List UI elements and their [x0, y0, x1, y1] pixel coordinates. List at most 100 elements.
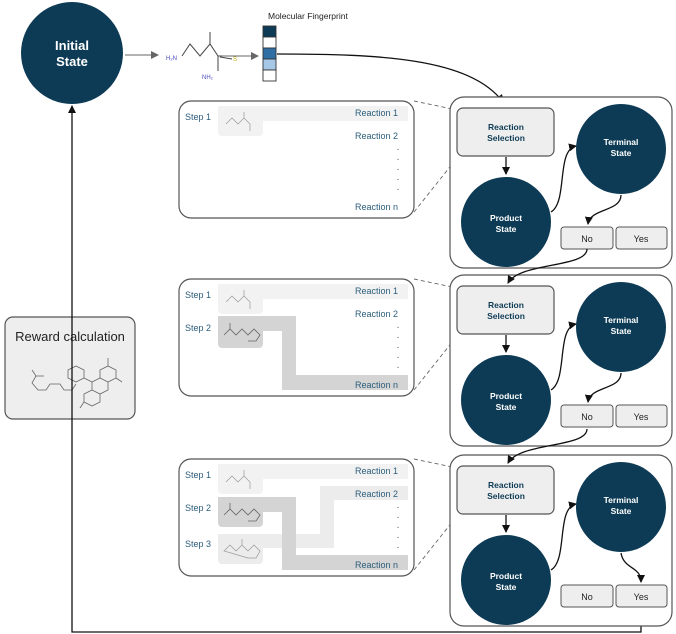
arrow-terminal-to-no: [584, 372, 622, 403]
reaction-label-2: Reaction 2: [355, 489, 398, 499]
fingerprint-cell: [262, 36, 277, 49]
fingerprint-cells: [262, 25, 277, 82]
amine-label: H₂N: [166, 56, 177, 62]
reaction-label-n: Reaction n: [355, 380, 398, 390]
reaction-selection-label-line2: Selection: [487, 491, 525, 501]
arrow-product-to-terminal: [550, 321, 577, 391]
step-molecule-sketch: [225, 112, 251, 131]
decision-panel: ReactionSelectionProductStateTerminalSta…: [449, 454, 673, 627]
reward-label: Reward calculation: [15, 329, 125, 344]
decision-panel: ReactionSelectionProductStateTerminalSta…: [449, 274, 673, 447]
arrow-product-to-terminal: [550, 143, 577, 213]
arrow-terminal-to-no: [584, 194, 622, 225]
ellipsis-dot: ·: [396, 542, 399, 553]
yes-label: Yes: [634, 592, 649, 602]
ellipsis-dot: ·: [396, 164, 399, 175]
reaction-selection-label-line1: Reaction: [488, 122, 524, 132]
fingerprint-cell: [262, 69, 277, 82]
ellipsis-dot: ·: [396, 154, 399, 165]
ellipsis-dot: ·: [396, 352, 399, 363]
reward-molecule-structure: [31, 358, 123, 409]
reaction-selection-label-line2: Selection: [487, 311, 525, 321]
svg-text:State: State: [56, 54, 88, 69]
reaction-selection-label-line2: Selection: [487, 133, 525, 143]
step-label-1: Step 1: [185, 112, 211, 122]
molecular-fingerprint: Molecular Fingerprint: [262, 11, 348, 82]
yes-label: Yes: [634, 234, 649, 244]
product-state-label-line2: State: [496, 224, 517, 234]
no-label: No: [581, 412, 593, 422]
ellipsis-dot: ·: [396, 174, 399, 185]
fingerprint-cell: [262, 58, 277, 71]
ellipsis-dot: ·: [396, 322, 399, 333]
step-molecule-sketch: [225, 470, 251, 489]
ellipsis-dot: ·: [396, 332, 399, 343]
no-label: No: [581, 234, 593, 244]
reaction-label-1: Reaction 1: [355, 108, 398, 118]
reaction-label-2: Reaction 2: [355, 131, 398, 141]
product-state-label-line1: Product: [490, 391, 522, 401]
product-state-label-line2: State: [496, 582, 517, 592]
initial-state-node: Initial State: [21, 2, 123, 104]
ellipsis-dot: ·: [396, 502, 399, 513]
arrow-terminal-to-yes: [620, 552, 645, 583]
reaction-label-n: Reaction n: [355, 202, 398, 212]
step-label-2: Step 2: [185, 503, 211, 513]
yes-button: Yes: [615, 226, 668, 250]
terminal-state-label-line2: State: [611, 326, 632, 336]
product-state-label-line1: Product: [490, 571, 522, 581]
initial-molecule-structure: H₂N S NH₂: [166, 32, 237, 81]
reaction-label-n: Reaction n: [355, 560, 398, 570]
ellipsis-dot: ·: [396, 362, 399, 373]
ellipsis-dot: ·: [396, 522, 399, 533]
fingerprint-cell: [262, 25, 277, 38]
terminal-state-label-line2: State: [611, 148, 632, 158]
decision-panel: ReactionSelectionProductStateTerminalSta…: [449, 96, 673, 269]
reward-calculation-box: Reward calculation: [4, 316, 136, 420]
ellipsis-dot: ·: [396, 184, 399, 195]
product-state-label-line1: Product: [490, 213, 522, 223]
no-label: No: [581, 592, 593, 602]
arrow-no-to-next-step-1: [507, 248, 588, 284]
product-state-label-line2: State: [496, 402, 517, 412]
reaction-selection-label-line1: Reaction: [488, 480, 524, 490]
yes-button: Yes: [615, 404, 668, 428]
fingerprint-cell: [262, 47, 277, 60]
reaction-selection-label-line1: Reaction: [488, 300, 524, 310]
step-label-2: Step 2: [185, 323, 211, 333]
no-button: No: [560, 584, 614, 608]
terminal-state-label-line1: Terminal: [604, 315, 639, 325]
terminal-state-label-line1: Terminal: [604, 495, 639, 505]
terminal-state-label-line1: Terminal: [604, 137, 639, 147]
svg-text:Initial: Initial: [55, 38, 89, 53]
step-molecule-sketch: [225, 290, 251, 309]
no-button: No: [560, 404, 614, 428]
sulfur-label: S: [233, 57, 237, 63]
ellipsis-dot: ·: [396, 342, 399, 353]
amide-label: NH₂: [202, 75, 214, 81]
reaction-label-2: Reaction 2: [355, 309, 398, 319]
step-label-3: Step 3: [185, 539, 211, 549]
step-molecule-sketch: [223, 323, 261, 342]
terminal-state-label-line2: State: [611, 506, 632, 516]
yes-button: Yes: [615, 584, 668, 608]
fingerprint-label: Molecular Fingerprint: [268, 11, 348, 21]
ellipsis-dot: ·: [396, 512, 399, 523]
reaction-label-1: Reaction 1: [355, 286, 398, 296]
reaction-label-1: Reaction 1: [355, 466, 398, 476]
